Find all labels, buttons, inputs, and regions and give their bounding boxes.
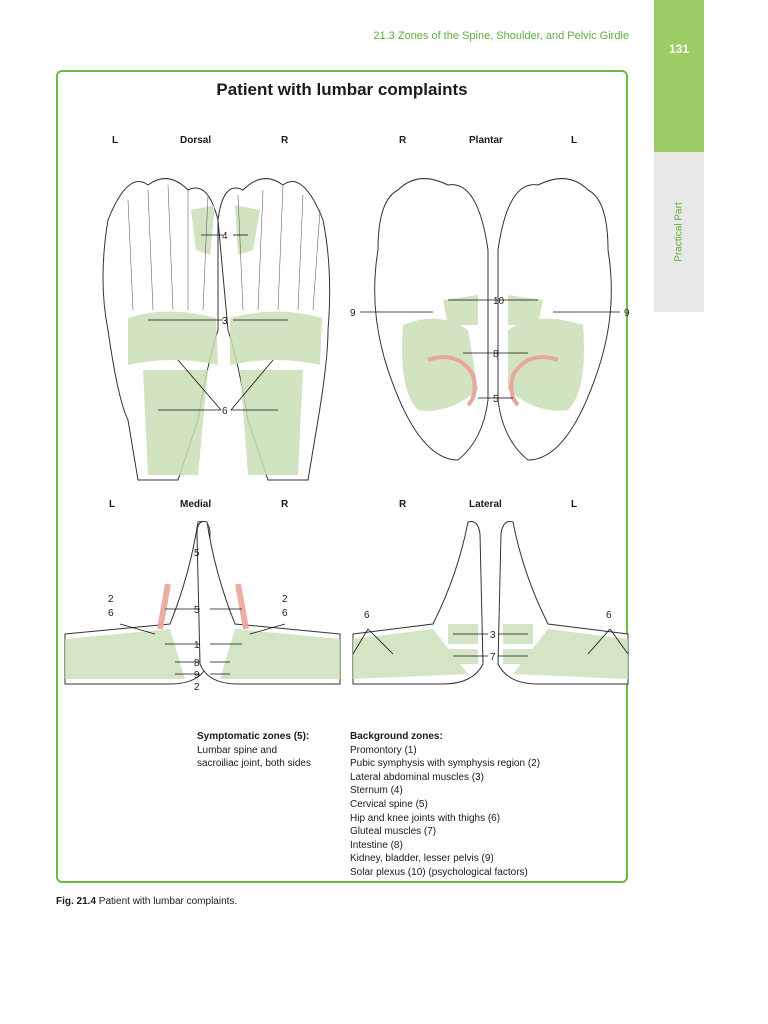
lateral-label-3: 3: [490, 630, 496, 641]
dorsal-label-6: 6: [222, 406, 228, 417]
medial-label-6-left: 6: [108, 608, 114, 619]
legend-item: Pubic symphysis with symphysis region (2…: [350, 758, 541, 770]
dorsal-left-side: L: [112, 135, 119, 146]
legend-item: Promontory (1): [350, 744, 417, 756]
lateral-feet-illustration: 6 3 7 6: [352, 521, 629, 685]
symptomatic-zones-heading: Symptomatic zones (5):: [197, 731, 310, 742]
running-head: 21.3 Zones of the Spine, Shoulder, and P…: [373, 30, 629, 42]
plantar-label-8: 8: [493, 349, 499, 360]
legend-item: Sternum (4): [350, 785, 403, 797]
plantar-label-10: 10: [493, 296, 505, 307]
legend-item: Gluteal muscles (7): [350, 826, 437, 838]
page-number: 131: [668, 42, 690, 56]
medial-label-2-left: 2: [108, 594, 114, 605]
section-label: Practical Part: [673, 202, 685, 262]
figure-frame: Patient with lumbar complaints L Dorsal …: [56, 70, 630, 883]
figure-caption-text: Patient with lumbar complaints.: [98, 896, 238, 907]
legend-item: Kidney, bladder, lesser pelvis (9): [350, 853, 494, 865]
figure-caption: Fig. 21.4 Patient with lumbar complaints…: [56, 896, 237, 907]
section-tab: Practical Part: [654, 152, 704, 312]
medial-label-8: 8: [194, 658, 200, 669]
plantar-label-9-right: 9: [624, 308, 630, 319]
medial-view-title: Medial: [180, 499, 212, 510]
plantar-label-5: 5: [493, 394, 499, 405]
dorsal-right-side: R: [281, 135, 289, 146]
figure-title: Patient with lumbar complaints: [216, 80, 468, 99]
page-tab: 131: [654, 0, 704, 152]
plantar-right-side: L: [571, 135, 578, 146]
legend-item: Intestine (8): [350, 839, 403, 851]
background-zones-heading: Background zones:: [350, 731, 443, 742]
medial-label-2-bottom: 2: [194, 682, 200, 693]
lateral-view-title: Lateral: [469, 499, 502, 510]
figure-caption-label: Fig. 21.4: [56, 896, 97, 907]
medial-label-9: 9: [194, 670, 200, 681]
plantar-view-title: Plantar: [469, 135, 503, 146]
medial-feet-illustration: 5 2 6 5 1 8 9 2 2 6: [64, 521, 341, 693]
background-zones-legend: Background zones: Promontory (1) Pubic s…: [350, 730, 540, 880]
dorsal-feet-illustration: 4 3 6: [102, 178, 331, 481]
symptomatic-zones-line: sacroiliac joint, both sides: [197, 758, 311, 770]
plantar-label-9-left: 9: [350, 308, 356, 319]
lateral-label-7: 7: [490, 652, 496, 663]
plantar-feet-illustration: 9 10 8 5 9: [350, 178, 630, 461]
symptomatic-zones-legend: Symptomatic zones (5): Lumbar spine and …: [197, 730, 311, 771]
medial-label-5-top: 5: [194, 548, 200, 559]
lateral-label-6-left: 6: [364, 610, 370, 621]
legend-item: Cervical spine (5): [350, 798, 428, 810]
symptomatic-zones-line: Lumbar spine and: [197, 744, 278, 756]
dorsal-view-title: Dorsal: [180, 135, 212, 146]
medial-left-side: L: [109, 499, 116, 510]
lateral-left-side: R: [399, 499, 407, 510]
legend-item: Solar plexus (10) (psychological factors…: [350, 866, 528, 878]
medial-label-5: 5: [194, 605, 200, 616]
medial-label-2-right: 2: [282, 594, 288, 605]
dorsal-label-4: 4: [222, 231, 228, 242]
medial-label-1: 1: [194, 640, 200, 651]
lateral-label-6-right: 6: [606, 610, 612, 621]
lateral-right-side: L: [571, 499, 578, 510]
medial-right-side: R: [281, 499, 289, 510]
legend-item: Lateral abdominal muscles (3): [350, 771, 484, 783]
dorsal-label-3: 3: [222, 316, 228, 327]
plantar-left-side: R: [399, 135, 407, 146]
legend-item: Hip and knee joints with thighs (6): [350, 812, 501, 824]
medial-label-6-right: 6: [282, 608, 288, 619]
